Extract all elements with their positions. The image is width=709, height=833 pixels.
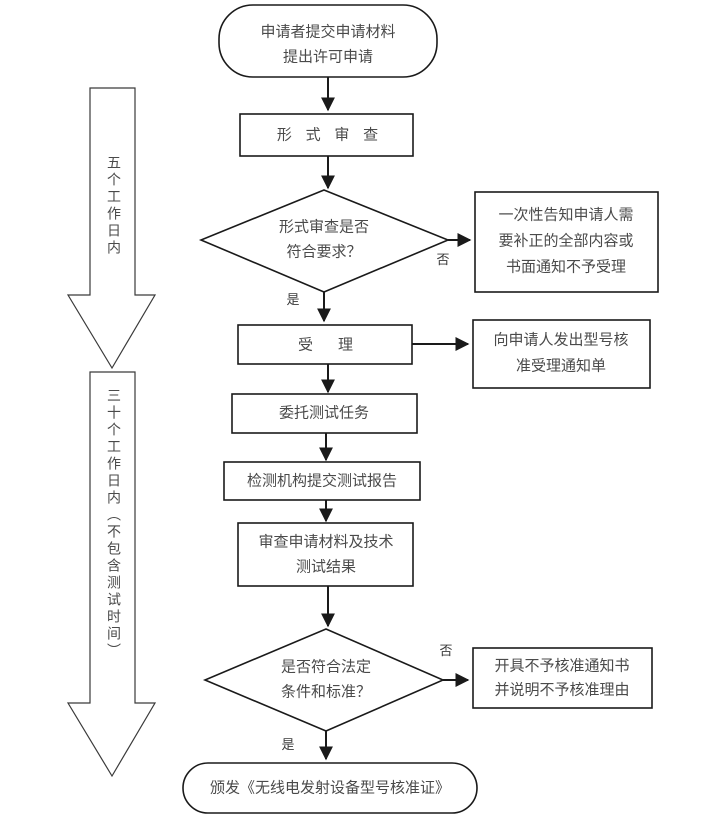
- edge-label-decision1-no: 否: [436, 252, 449, 267]
- node-accept-notice: 向申请人发出型号核 准受理通知单: [472, 319, 651, 389]
- node-decision-1-line2: 符合要求？: [286, 243, 361, 260]
- edge-label-decision2-yes: 是: [281, 737, 294, 752]
- node-notify-correction-line3: 书面通知不予受理: [506, 258, 626, 275]
- edge-label-decision1-yes: 是: [286, 292, 299, 307]
- node-review-materials: 审查申请材料及技术 测试结果: [237, 522, 414, 587]
- node-decision-2-line2: 条件和标准？: [281, 683, 371, 700]
- node-assign-test: 委托测试任务: [231, 393, 418, 434]
- node-review-materials-line1: 审查申请材料及技术: [258, 533, 393, 550]
- node-start-line2: 提出许可申请: [283, 48, 373, 65]
- node-reject-notice-line1: 开具不予核准通知书: [494, 657, 629, 674]
- node-formal-review: 形 式 审 查: [239, 113, 414, 157]
- node-test-report-label: 检测机构提交测试报告: [247, 471, 397, 489]
- node-decision-2: 是否符合法定 条件和标准？: [202, 628, 446, 732]
- node-formal-review-label: 形 式 审 查: [277, 126, 383, 143]
- lane-label-five-working-days: 五个工作日内: [105, 155, 120, 257]
- node-notify-correction: 一次性告知申请人需 要补正的全部内容或 书面通知不予受理: [474, 191, 659, 293]
- edge-label-decision2-no: 否: [439, 643, 452, 658]
- node-issue-certificate: 颁发《无线电发射设备型号核准证》: [182, 762, 478, 814]
- lane-arrow-thirty-days: [66, 371, 157, 778]
- node-notify-correction-line1: 一次性告知申请人需: [498, 206, 633, 223]
- node-decision-1: 形式审查是否 符合要求？: [198, 189, 451, 293]
- lane-label-thirty-working-days: 三十个工作日内（不包含测试时间）: [105, 388, 120, 660]
- node-review-materials-line2: 测试结果: [296, 558, 356, 575]
- node-decision-1-line1: 形式审查是否: [279, 218, 369, 235]
- node-accept: 受 理: [237, 324, 413, 365]
- node-start: 申请者提交申请材料 提出许可申请: [218, 4, 438, 78]
- node-start-line1: 申请者提交申请材料: [260, 22, 395, 40]
- node-accept-notice-line2: 准受理通知单: [516, 357, 606, 374]
- node-decision-2-line1: 是否符合法定: [281, 658, 371, 675]
- node-reject-notice: 开具不予核准通知书 并说明不予核准理由: [472, 647, 653, 709]
- lane-arrow-five-days: [66, 87, 157, 370]
- node-assign-test-label: 委托测试任务: [279, 404, 369, 421]
- node-notify-correction-line2: 要补正的全部内容或: [498, 231, 633, 249]
- node-accept-notice-line1: 向申请人发出型号核: [493, 331, 628, 348]
- node-reject-notice-line2: 并说明不予核准理由: [494, 681, 629, 698]
- node-accept-label: 受 理: [298, 336, 358, 353]
- node-issue-certificate-label: 颁发《无线电发射设备型号核准证》: [210, 779, 450, 796]
- node-test-report: 检测机构提交测试报告: [223, 461, 421, 501]
